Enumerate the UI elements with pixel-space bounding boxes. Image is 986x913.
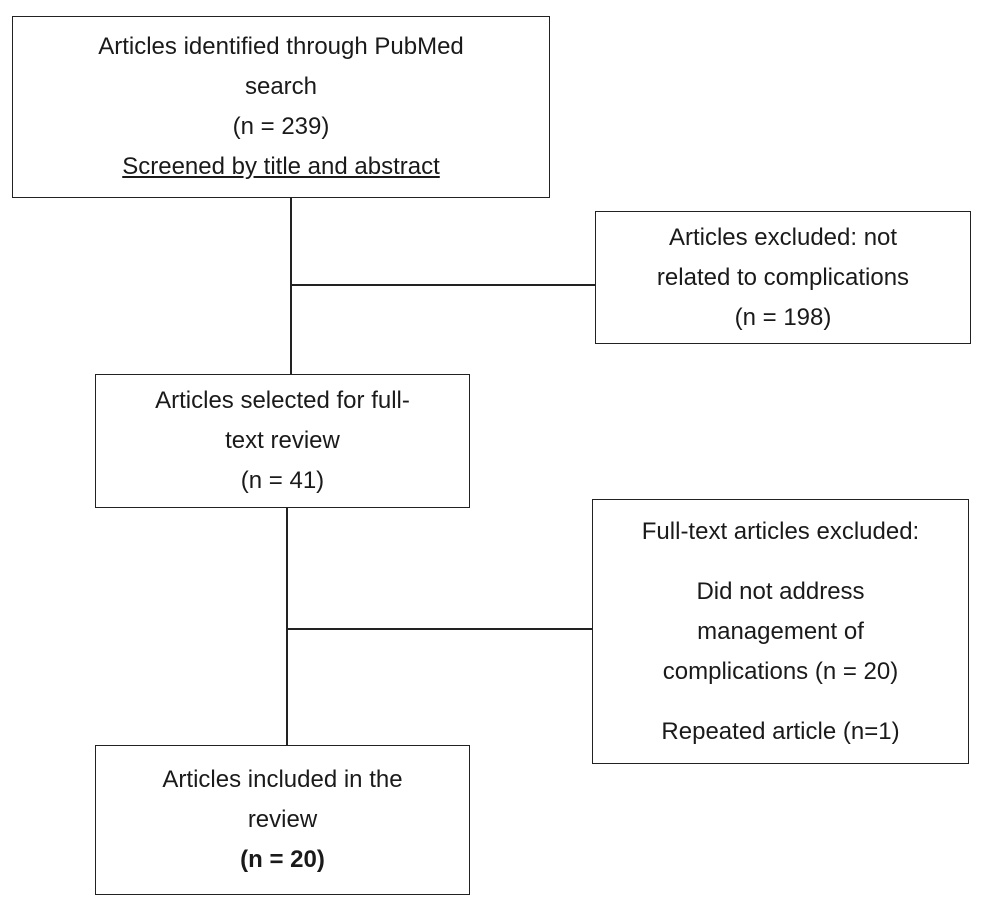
included-line1: Articles included in the	[162, 766, 403, 793]
box-articles-included: Articles included in the review (n = 20)	[95, 745, 470, 895]
fulltext-reason1-line1: Did not address	[696, 577, 865, 605]
selected-count: (n = 41)	[240, 467, 325, 494]
fulltext-reason1-line3: complications (n = 20)	[662, 657, 899, 685]
selected-line2: text review	[225, 427, 340, 454]
connector-horizontal-top	[290, 284, 596, 286]
identified-screening-note: Screened by title and abstract	[122, 153, 440, 180]
included-count: (n = 20)	[240, 846, 325, 873]
identified-line2: search	[244, 73, 318, 100]
fulltext-reason1-line2: management of	[697, 617, 864, 645]
fulltext-reason2: Repeated article (n=1)	[661, 717, 900, 745]
fulltext-excluded-heading: Full-text articles excluded:	[641, 517, 920, 545]
box-articles-selected: Articles selected for full- text review …	[95, 374, 470, 508]
box-articles-excluded: Articles excluded: not related to compli…	[595, 211, 971, 344]
identified-count: (n = 239)	[232, 113, 330, 140]
box-articles-identified: Articles identified through PubMed searc…	[12, 16, 550, 198]
excluded-line1: Articles excluded: not	[668, 223, 898, 251]
identified-line1: Articles identified through PubMed	[98, 33, 464, 60]
connector-vertical-bottom	[286, 507, 288, 746]
selected-line1: Articles selected for full-	[155, 387, 410, 414]
included-line2: review	[247, 806, 318, 833]
excluded-line2: related to complications	[656, 263, 910, 291]
excluded-count: (n = 198)	[734, 303, 832, 331]
box-fulltext-excluded: Full-text articles excluded: Did not add…	[592, 499, 969, 764]
connector-horizontal-bottom	[286, 628, 593, 630]
connector-vertical-top	[290, 197, 292, 375]
